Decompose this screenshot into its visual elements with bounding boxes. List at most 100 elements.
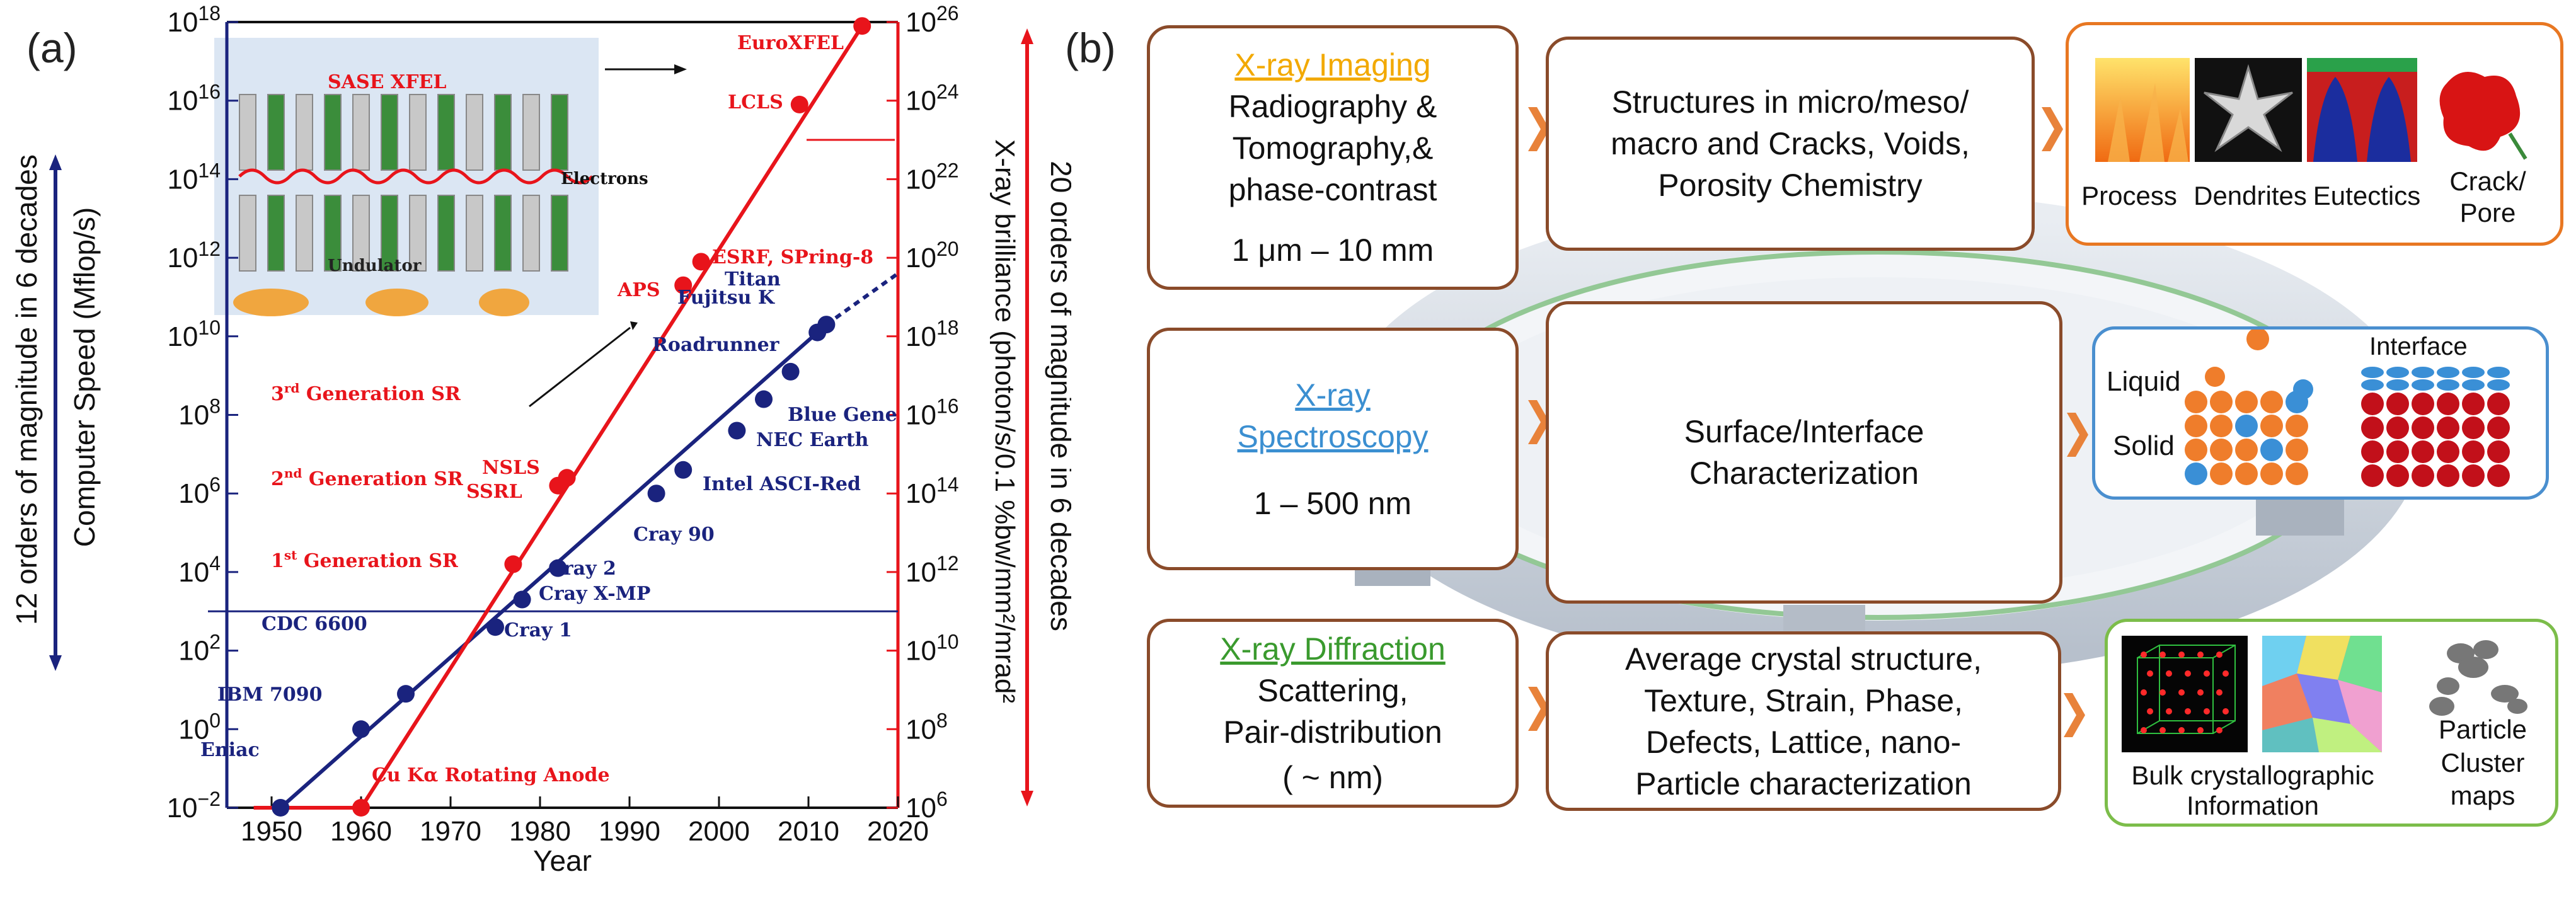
solid-atom <box>2260 415 2283 437</box>
undulator-magnet <box>437 94 455 171</box>
left-magnitude-annotation: 12 orders of magnitude in 6 decades <box>10 154 43 625</box>
crystal-atom <box>2361 440 2384 463</box>
imaging-line-1: Radiography & <box>1228 89 1437 124</box>
computer-label: Cray 90 <box>633 524 715 546</box>
lattice-atom <box>2147 708 2153 714</box>
xray-source-label: Cu Kα Rotating Anode <box>372 764 610 786</box>
crystal-atom <box>2487 440 2510 463</box>
lattice-atom <box>2216 651 2222 658</box>
computer-label: IBM 7090 <box>217 684 323 706</box>
y2-tick-label: 1022 <box>906 159 959 195</box>
caption-bulk-crystallographic: Bulk crystallographic <box>2131 760 2374 790</box>
x-axis-title: Year <box>533 844 592 877</box>
lattice-atom <box>2216 727 2222 733</box>
undulator-magnet <box>381 94 398 171</box>
y2-tick-label: 1024 <box>906 81 959 117</box>
solid-atom <box>2286 415 2308 437</box>
lattice-atom <box>2204 708 2210 714</box>
xray-data-point <box>558 469 576 487</box>
x-tick-label: 1960 <box>330 816 392 847</box>
crystal-atom <box>2386 416 2409 439</box>
undulator-magnet <box>324 195 342 272</box>
solid-atom <box>2235 462 2258 485</box>
diffraction-range: ( ~ nm) <box>1282 760 1383 795</box>
lattice-atom <box>2197 727 2204 733</box>
undulator-magnet <box>296 94 313 171</box>
arrow-head <box>1021 791 1033 806</box>
computer-data-point <box>486 618 504 636</box>
solid-atom <box>2260 462 2283 485</box>
caption-crack: Crack/ <box>2449 166 2526 196</box>
interface-atom <box>2462 379 2485 391</box>
xray-data-point <box>692 253 710 271</box>
diffraction-app-line-3: Defects, Lattice, nano- <box>1645 724 1962 760</box>
gen3-pointer-head <box>630 321 638 330</box>
xray-data-point <box>790 95 808 113</box>
solid-atom <box>2185 462 2207 485</box>
interface-atom <box>2412 367 2434 378</box>
interface-atom <box>2361 367 2384 378</box>
undulator-magnet <box>267 195 285 272</box>
computer-label: Blue Gene <box>788 404 897 426</box>
arrow-head <box>49 154 62 170</box>
imaging-examples-panel: Process Dendrites Eutectics Crack/ Pore <box>2066 22 2563 246</box>
electron-beam <box>238 168 594 185</box>
interface-atom <box>2386 379 2409 391</box>
lattice-atom <box>2141 651 2147 658</box>
y2-tick-label: 1018 <box>906 316 959 352</box>
undulator-magnet <box>352 195 370 272</box>
chevron-right-icon <box>1528 107 1550 151</box>
x-tick-label: 1950 <box>241 816 302 847</box>
caption-information: Information <box>2186 791 2320 820</box>
crystal-atom <box>2386 464 2409 487</box>
y-tick-label: 1018 <box>167 2 221 38</box>
texture-map-image <box>2262 636 2382 752</box>
solid-atom <box>2210 439 2233 461</box>
crystal-atom <box>2437 416 2459 439</box>
y2-tick-label: 1016 <box>906 395 959 431</box>
particle-cluster-image <box>2429 640 2527 716</box>
interface-atom <box>2361 379 2384 391</box>
xray-data-point <box>504 555 522 573</box>
y-tick-label: 1016 <box>167 81 221 117</box>
computer-trend-projection <box>825 272 899 326</box>
solid-atom <box>2286 439 2308 461</box>
diffraction-app-line-1: Average crystal structure, <box>1625 641 1982 677</box>
imaging-application-box: Structures in micro/meso/ macro and Crac… <box>1546 37 2035 251</box>
liquid-atom <box>2205 367 2225 387</box>
diffraction-technique-box: X-ray Diffraction Scattering, Pair-distr… <box>1147 619 1519 808</box>
caption-maps: maps <box>2450 781 2516 810</box>
solid-atom <box>2185 439 2207 461</box>
crystal-atom <box>2487 416 2510 439</box>
spectroscopy-examples-panel: Liquid Solid Interface <box>2092 326 2549 500</box>
computer-label: Cray 2 <box>548 558 616 580</box>
lattice-atom <box>2197 689 2204 696</box>
undulator-magnet <box>381 195 398 272</box>
undulator-magnet <box>267 94 285 171</box>
y2-tick-label: 1010 <box>906 631 959 667</box>
lattice-atom <box>2166 708 2172 714</box>
xray-source-label: LCLS <box>728 91 783 113</box>
panel-label-b: (b) <box>1065 25 1116 71</box>
computer-label: NEC Earth <box>756 429 869 451</box>
eutectics-image <box>2307 58 2417 162</box>
diffraction-line-1: Scattering, <box>1257 673 1408 708</box>
generation-label: 1st Generation SR <box>271 548 459 572</box>
spectroscopy-range: 1 – 500 nm <box>1253 485 1412 521</box>
y2-tick-label: 1012 <box>906 552 959 588</box>
undulator-magnet <box>466 94 483 171</box>
spectroscopy-app-line-2: Characterization <box>1689 456 1919 491</box>
label-interface: Interface <box>2369 333 2468 360</box>
undulator-magnet <box>494 94 512 171</box>
crystal-atom <box>2361 464 2384 487</box>
crystal-atom <box>2412 393 2434 415</box>
gen3-pointer <box>529 326 631 408</box>
diffraction-app-line-4: Particle characterization <box>1635 766 1972 801</box>
xray-source-label: APS <box>617 279 660 301</box>
chevron-right-icon <box>2042 107 2063 151</box>
y2-tick-label: 1020 <box>906 238 959 273</box>
lattice-atom <box>2141 727 2147 733</box>
undulator-magnet <box>551 195 568 272</box>
y-tick-label: 102 <box>178 631 221 667</box>
interface-atom <box>2412 379 2434 391</box>
